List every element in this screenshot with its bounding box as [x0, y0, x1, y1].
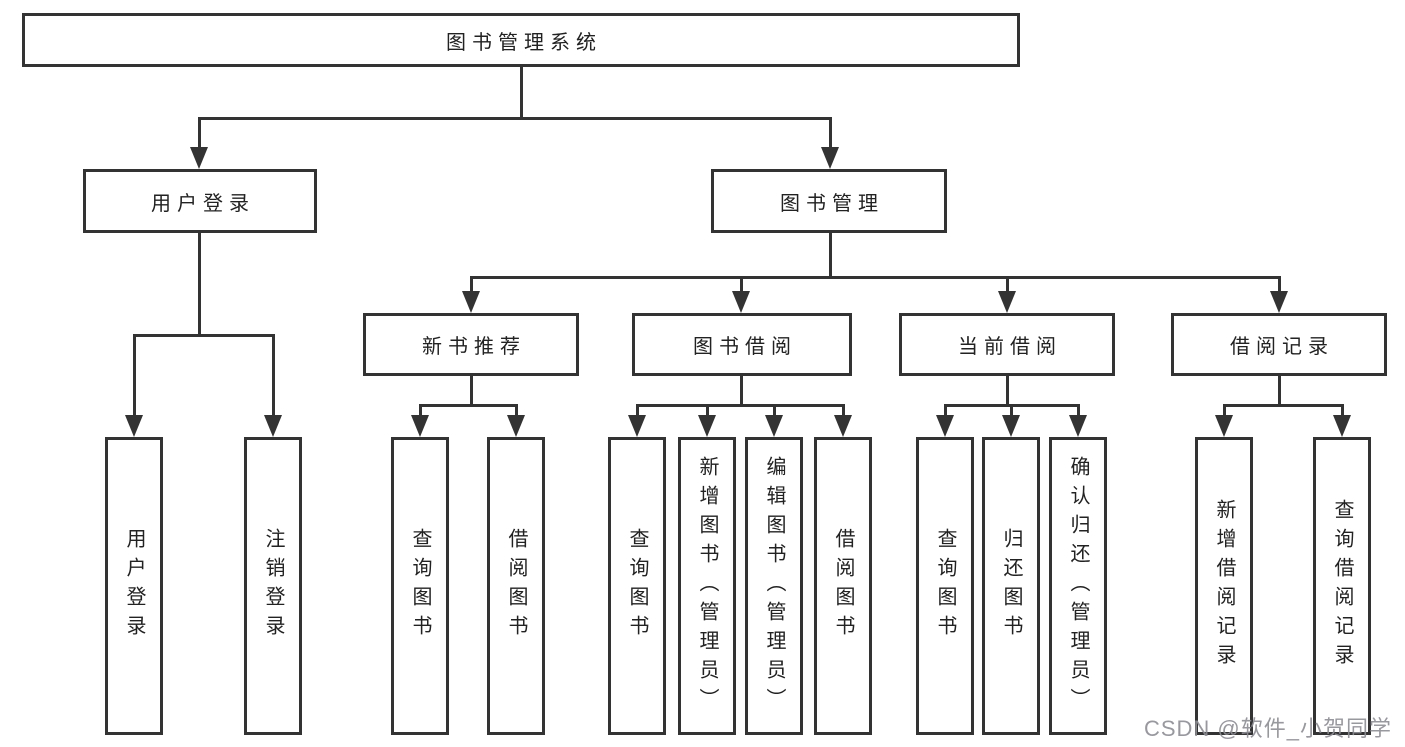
- leaf-confirm-return-admin-label: 确认归还（管理员）: [1067, 455, 1089, 717]
- node-book-management-label: 图书管理: [780, 192, 884, 215]
- connector-line: [706, 404, 709, 425]
- leaf-logout: 注销登录: [244, 437, 302, 735]
- leaf-query-books-borrowing: 查询图书: [608, 437, 666, 735]
- connector-line: [1223, 404, 1226, 425]
- leaf-borrow-books-label: 借阅图书: [832, 528, 854, 644]
- connector-line: [1278, 276, 1281, 294]
- node-current-borrowing: 当前借阅: [899, 313, 1115, 376]
- arrow-down-icon: [1333, 415, 1351, 437]
- arrow-down-icon: [1069, 415, 1087, 437]
- node-borrowing-records-label: 借阅记录: [1230, 336, 1334, 358]
- node-book-borrowing: 图书借阅: [632, 313, 852, 376]
- leaf-query-books-current-label: 查询图书: [934, 528, 956, 644]
- connector-line: [740, 374, 743, 405]
- leaf-return-books-label: 归还图书: [1000, 528, 1022, 644]
- leaf-user-login-label: 用户登录: [123, 528, 145, 644]
- node-user-login: 用户登录: [83, 169, 317, 233]
- connector-line: [1077, 404, 1080, 425]
- leaf-borrow-books-recommend: 借阅图书: [487, 437, 545, 735]
- connector-line: [198, 117, 201, 150]
- csdn-watermark: CSDN @软件_小贺同学: [1143, 716, 1392, 741]
- connector-line: [829, 231, 832, 277]
- connector-line: [1278, 374, 1281, 405]
- connector-line: [944, 404, 947, 425]
- connector-line: [773, 404, 776, 425]
- leaf-borrow-books-recommend-label: 借阅图书: [505, 528, 527, 644]
- leaf-add-books-admin-label: 新增图书（管理员）: [696, 455, 718, 717]
- leaf-add-books-admin: 新增图书（管理员）: [678, 437, 736, 735]
- leaf-confirm-return-admin: 确认归还（管理员）: [1049, 437, 1107, 735]
- node-user-login-label: 用户登录: [151, 192, 255, 215]
- arrow-down-icon: [1270, 291, 1288, 313]
- leaf-logout-label: 注销登录: [262, 528, 284, 644]
- arrow-down-icon: [765, 415, 783, 437]
- connector-line: [419, 404, 422, 425]
- leaf-add-borrow-record: 新增借阅记录: [1195, 437, 1253, 735]
- arrow-down-icon: [628, 415, 646, 437]
- connector-line: [1223, 404, 1344, 407]
- connector-line: [842, 404, 845, 425]
- connector-line: [419, 404, 518, 407]
- connector-line: [829, 117, 832, 150]
- leaf-query-books-borrowing-label: 查询图书: [626, 528, 648, 644]
- leaf-query-borrow-record: 查询借阅记录: [1313, 437, 1371, 735]
- arrow-down-icon: [834, 415, 852, 437]
- leaf-return-books: 归还图书: [982, 437, 1040, 735]
- node-borrowing-records: 借阅记录: [1171, 313, 1387, 376]
- leaf-query-books-recommend: 查询图书: [391, 437, 449, 735]
- leaf-borrow-books: 借阅图书: [814, 437, 872, 735]
- arrow-down-icon: [732, 291, 750, 313]
- arrow-down-icon: [698, 415, 716, 437]
- arrow-down-icon: [998, 291, 1016, 313]
- node-book-management: 图书管理: [711, 169, 947, 233]
- node-new-book-recommend: 新书推荐: [363, 313, 579, 376]
- connector-line: [1006, 374, 1009, 405]
- leaf-user-login: 用户登录: [105, 437, 163, 735]
- connector-line: [470, 276, 473, 294]
- connector-line: [1006, 276, 1009, 294]
- connector-line: [470, 276, 1281, 279]
- connector-line: [636, 404, 845, 407]
- arrow-down-icon: [821, 147, 839, 169]
- connector-line: [520, 67, 523, 117]
- leaf-edit-books-admin-label: 编辑图书（管理员）: [763, 455, 785, 717]
- arrow-down-icon: [264, 415, 282, 437]
- connector-line: [198, 117, 832, 120]
- connector-line: [133, 334, 136, 419]
- leaf-query-books-recommend-label: 查询图书: [409, 528, 431, 644]
- leaf-query-books-current: 查询图书: [916, 437, 974, 735]
- connector-line: [133, 334, 275, 337]
- arrow-down-icon: [462, 291, 480, 313]
- connector-line: [740, 276, 743, 294]
- connector-line: [470, 374, 473, 405]
- connector-line: [198, 231, 201, 335]
- connector-line: [636, 404, 639, 425]
- arrow-down-icon: [936, 415, 954, 437]
- node-new-book-recommend-label: 新书推荐: [422, 336, 526, 358]
- node-current-borrowing-label: 当前借阅: [958, 336, 1062, 358]
- arrow-down-icon: [190, 147, 208, 169]
- node-book-borrowing-label: 图书借阅: [693, 336, 797, 358]
- connector-line: [515, 404, 518, 425]
- connector-line: [1341, 404, 1344, 425]
- connector-line: [272, 334, 275, 419]
- connector-line: [1010, 404, 1013, 425]
- arrow-down-icon: [1215, 415, 1233, 437]
- leaf-query-borrow-record-label: 查询借阅记录: [1331, 499, 1353, 673]
- leaf-edit-books-admin: 编辑图书（管理员）: [745, 437, 803, 735]
- arrow-down-icon: [411, 415, 429, 437]
- node-root-system: 图书管理系统: [22, 13, 1020, 67]
- node-root-system-label: 图书管理系统: [446, 31, 602, 54]
- leaf-add-borrow-record-label: 新增借阅记录: [1213, 499, 1235, 673]
- arrow-down-icon: [507, 415, 525, 437]
- arrow-down-icon: [1002, 415, 1020, 437]
- arrow-down-icon: [125, 415, 143, 437]
